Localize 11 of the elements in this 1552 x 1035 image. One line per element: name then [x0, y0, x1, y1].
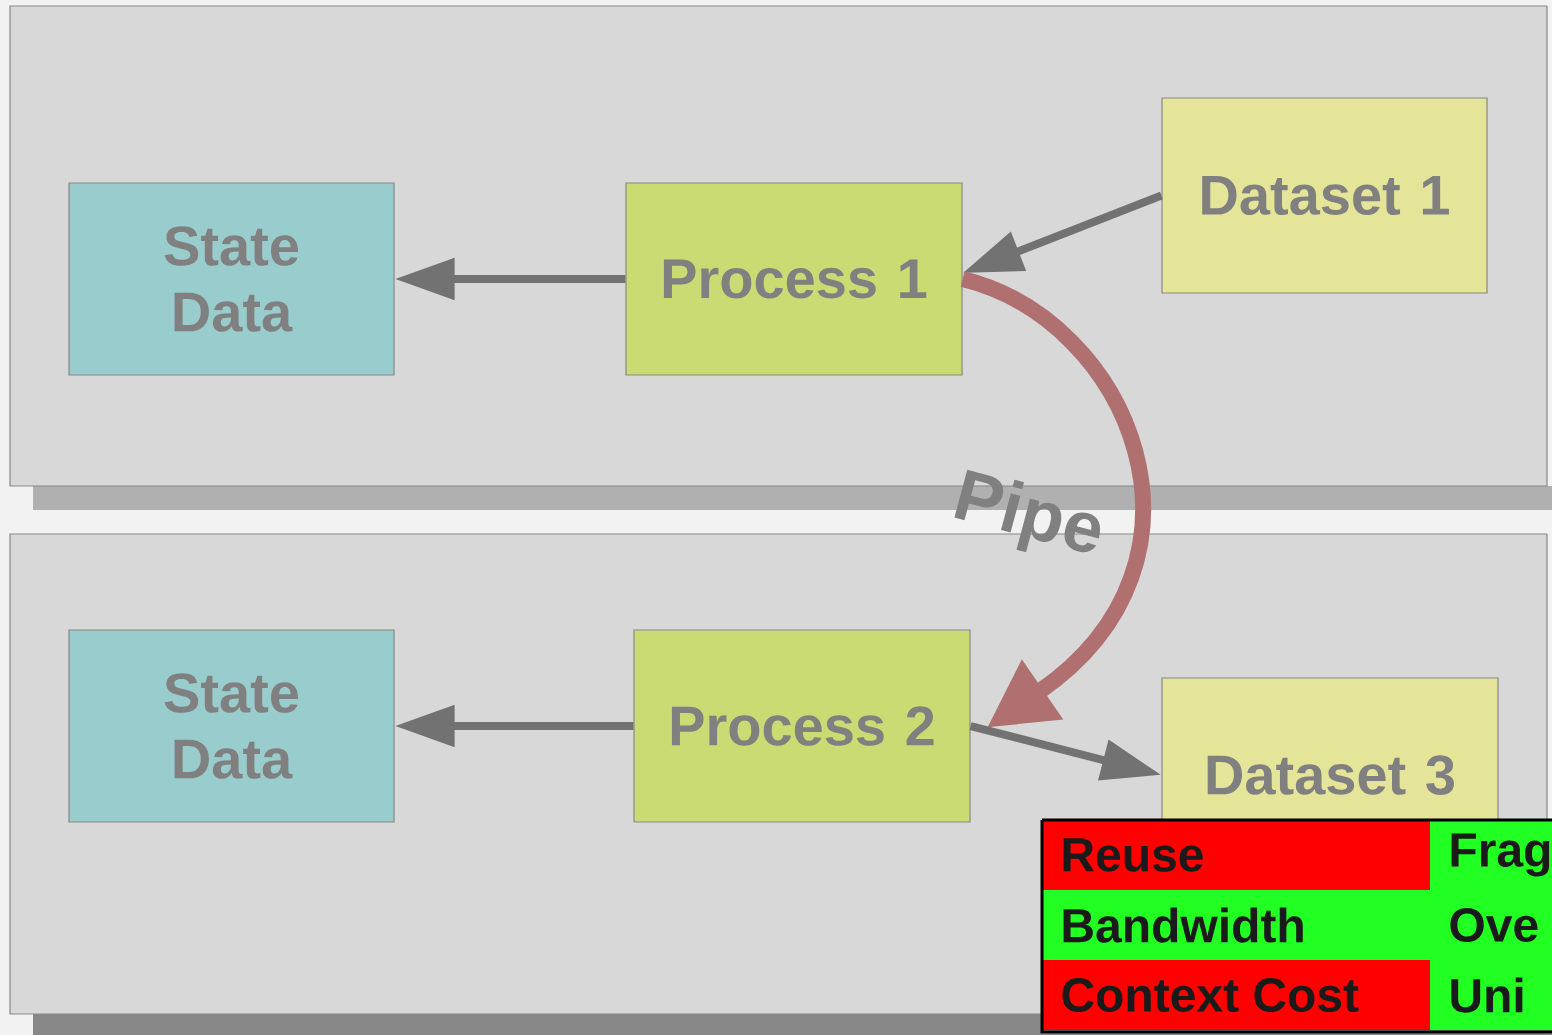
state-box: State Data — [68, 182, 395, 376]
process-box: Process 1 — [625, 182, 963, 376]
dataset-box: Dataset 1 — [1161, 97, 1488, 294]
table-cell: Uni — [1430, 960, 1552, 1030]
table-cell: Reuse — [1042, 820, 1430, 890]
process-box: Process 2 — [633, 629, 971, 823]
edge-label: Pipe — [954, 469, 1101, 553]
table-cell: Context Cost — [1042, 960, 1430, 1030]
table-cell: Frag — [1430, 820, 1552, 890]
table-cell: Ove — [1430, 890, 1552, 960]
state-box: State Data — [68, 629, 395, 823]
